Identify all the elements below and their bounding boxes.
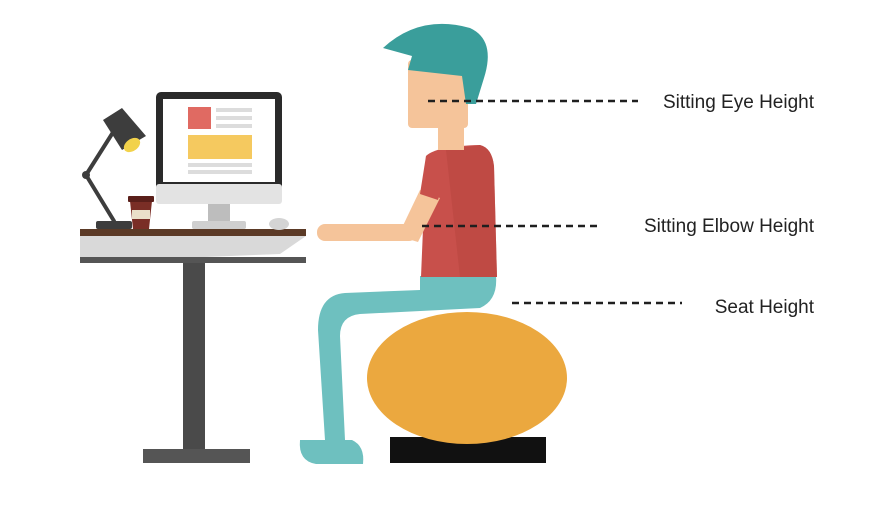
ball [367,312,567,444]
neck [438,124,464,150]
desk-top [80,229,306,236]
hair [383,23,488,104]
coffee-cup-icon [128,196,154,229]
person [299,23,497,464]
desk-leg [183,263,205,449]
desk-crossbar [80,257,306,263]
monitor-chin [156,184,282,204]
monitor-icon [156,92,282,229]
desk-lamp-icon [82,108,146,229]
face [408,60,468,128]
sleeve [420,155,446,200]
mouse-icon [269,218,289,230]
desk [80,229,306,463]
forearm [317,224,417,241]
sitting-elbow-height-label: Sitting Elbow Height [643,216,814,237]
shoe [299,440,364,464]
exercise-ball [367,312,567,463]
sitting-eye-height-label: Sitting Eye Height [662,92,814,113]
desk-shadow [80,236,306,262]
pants [318,276,497,440]
desk-foot [143,449,250,463]
seat-height-label: Seat Height [714,297,814,318]
